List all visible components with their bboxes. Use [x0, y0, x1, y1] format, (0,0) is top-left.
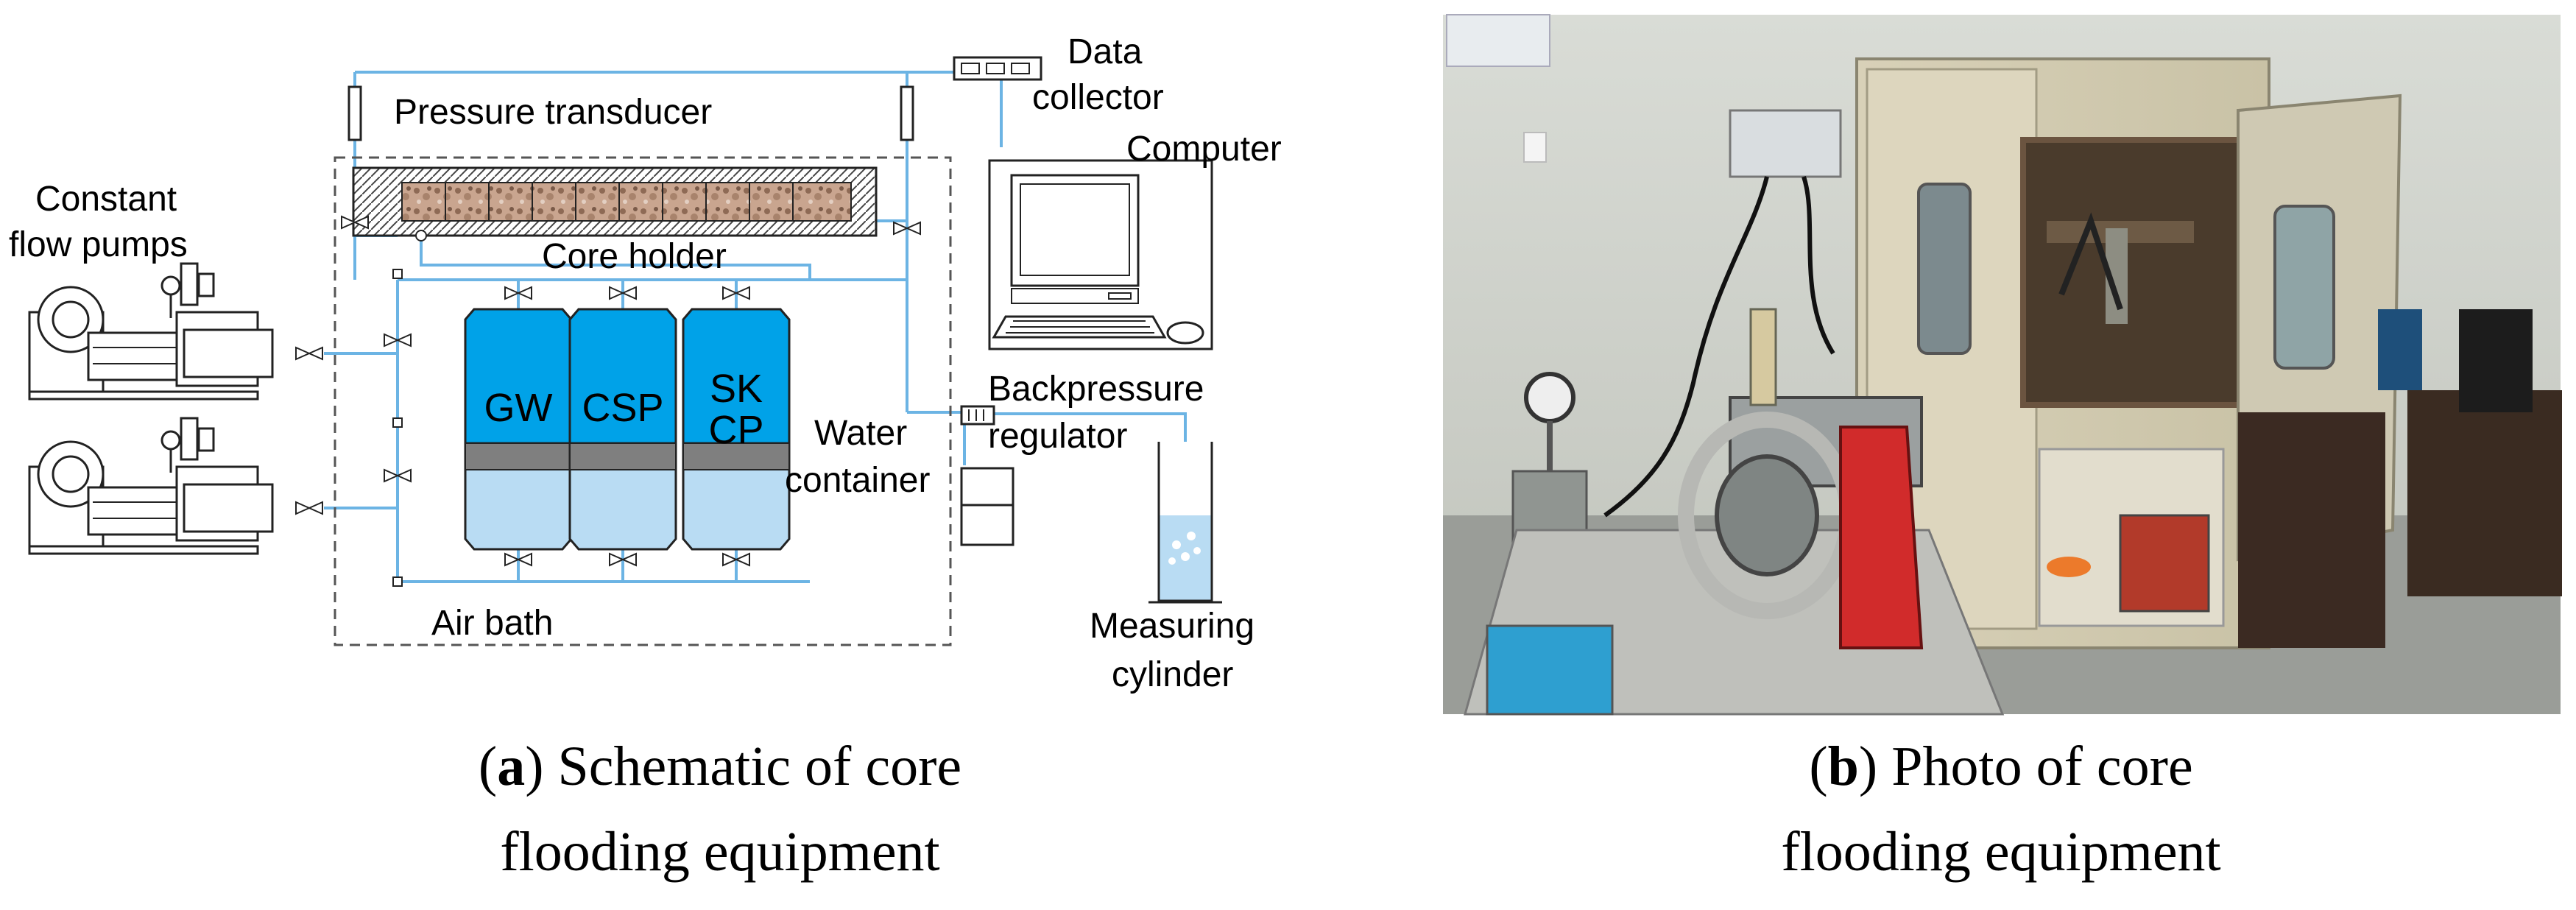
backpressure-regulator-icon: [960, 405, 995, 426]
label-regulator: regulator: [988, 417, 1127, 456]
label-water: Water: [814, 414, 907, 453]
measuring-cylinder-icon: [1148, 442, 1222, 604]
caption-b-line2: flooding equipment: [1781, 821, 2220, 883]
schematic-diagram: GW CSP SK CP: [9, 32, 1282, 694]
label-core-holder: Core holder: [542, 237, 727, 276]
air-bath-box: [334, 156, 952, 646]
junction-icons: [392, 269, 403, 587]
label-pressure-transducer: Pressure transducer: [394, 93, 712, 132]
label-computer: Computer: [1126, 130, 1282, 169]
label-air-bath: Air bath: [431, 604, 553, 643]
label-flow-pumps: flow pumps: [9, 225, 188, 264]
cylinder-label-sk: SK: [710, 367, 763, 411]
cylinder-gw: [464, 308, 573, 551]
constant-flow-pump-icon: [28, 417, 274, 555]
label-collector: collector: [1032, 78, 1164, 117]
lab-photo: [1443, 14, 2562, 716]
label-container: container: [785, 461, 930, 500]
label-constant: Constant: [35, 180, 177, 219]
pipe-core-bottom: [420, 236, 811, 280]
data-collector-icon: [953, 56, 1042, 81]
computer-icon: [988, 159, 1213, 350]
cylinder-skcp: [682, 308, 791, 551]
cylinder-label-cp: CP: [708, 408, 763, 452]
valve-icons: [295, 215, 921, 567]
pipe-to-cylinder: [994, 412, 1187, 442]
label-cylinder: cylinder: [1112, 655, 1233, 694]
water-container-icon: [960, 467, 1014, 546]
cylinder-label-gw: GW: [484, 386, 553, 430]
label-data: Data: [1068, 32, 1143, 71]
label-measuring: Measuring: [1090, 607, 1255, 646]
pressure-transducer-left-icon: [347, 85, 362, 141]
cylinder-label-csp: CSP: [582, 386, 663, 430]
cylinder-csp: [568, 308, 677, 551]
pressure-transducer-right-icon: [900, 85, 914, 141]
constant-flow-pump-icon: [28, 262, 274, 401]
caption-b-line1: (b) Photo of core: [1809, 736, 2192, 797]
core-holder: [352, 166, 878, 241]
caption-a-line1: (a) Schematic of core: [479, 736, 961, 797]
caption-a-line2: flooding equipment: [500, 821, 939, 883]
label-backpressure: Backpressure: [988, 370, 1204, 409]
